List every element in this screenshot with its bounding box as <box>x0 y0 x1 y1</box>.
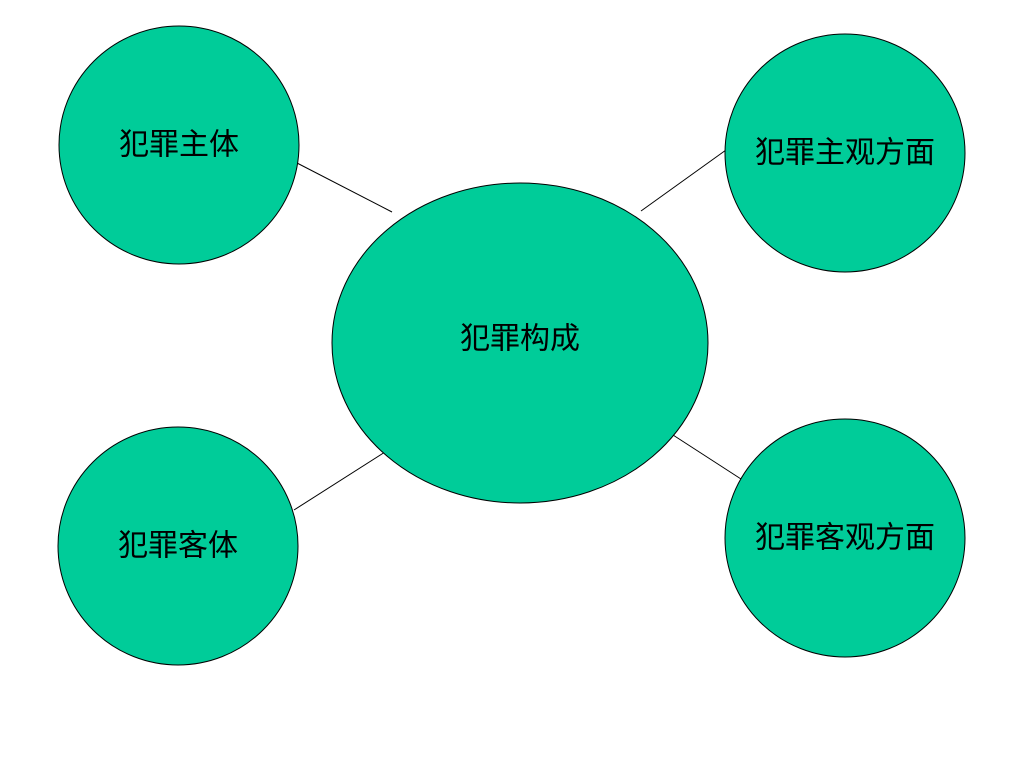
node-top-right: 犯罪主观方面 <box>724 33 966 273</box>
node-center-ellipse <box>331 182 709 504</box>
connector-bottom-right <box>672 434 742 480</box>
connector-top-right <box>640 149 727 212</box>
node-top-left-label: 犯罪主体 <box>119 128 239 163</box>
node-bottom-left: 犯罪客体 <box>57 426 299 666</box>
connector-bottom-left <box>293 451 386 511</box>
node-bottom-right-circle <box>724 418 966 658</box>
node-bottom-left-circle <box>57 426 299 666</box>
node-top-right-circle <box>724 33 966 273</box>
node-bottom-right-label: 犯罪客观方面 <box>755 521 935 556</box>
node-center-label: 犯罪构成 <box>460 322 580 357</box>
node-top-left: 犯罪主体 <box>58 25 300 265</box>
connector-top-left <box>296 162 393 213</box>
node-top-right-label: 犯罪主观方面 <box>755 136 935 171</box>
node-top-left-circle <box>58 25 300 265</box>
node-bottom-right: 犯罪客观方面 <box>724 418 966 658</box>
node-bottom-left-label: 犯罪客体 <box>118 529 238 564</box>
node-center: 犯罪构成 <box>331 182 709 504</box>
